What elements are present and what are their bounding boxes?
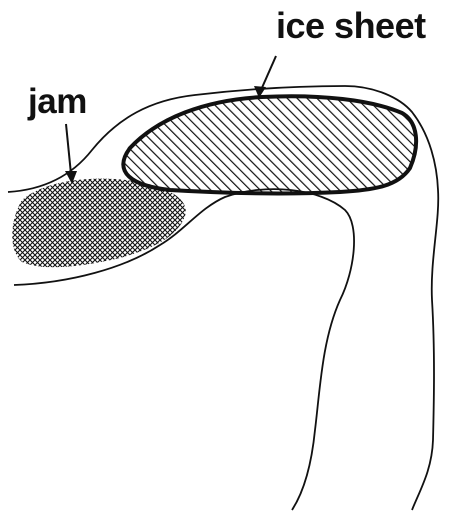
ice-jam-shape [12, 179, 186, 268]
jam-arrow [66, 124, 71, 174]
ice-sheet-arrow [261, 56, 276, 90]
ice-sheet-shape [123, 96, 416, 193]
jam-label: jam [28, 84, 87, 119]
ice-sheet-label: ice sheet [276, 8, 426, 44]
